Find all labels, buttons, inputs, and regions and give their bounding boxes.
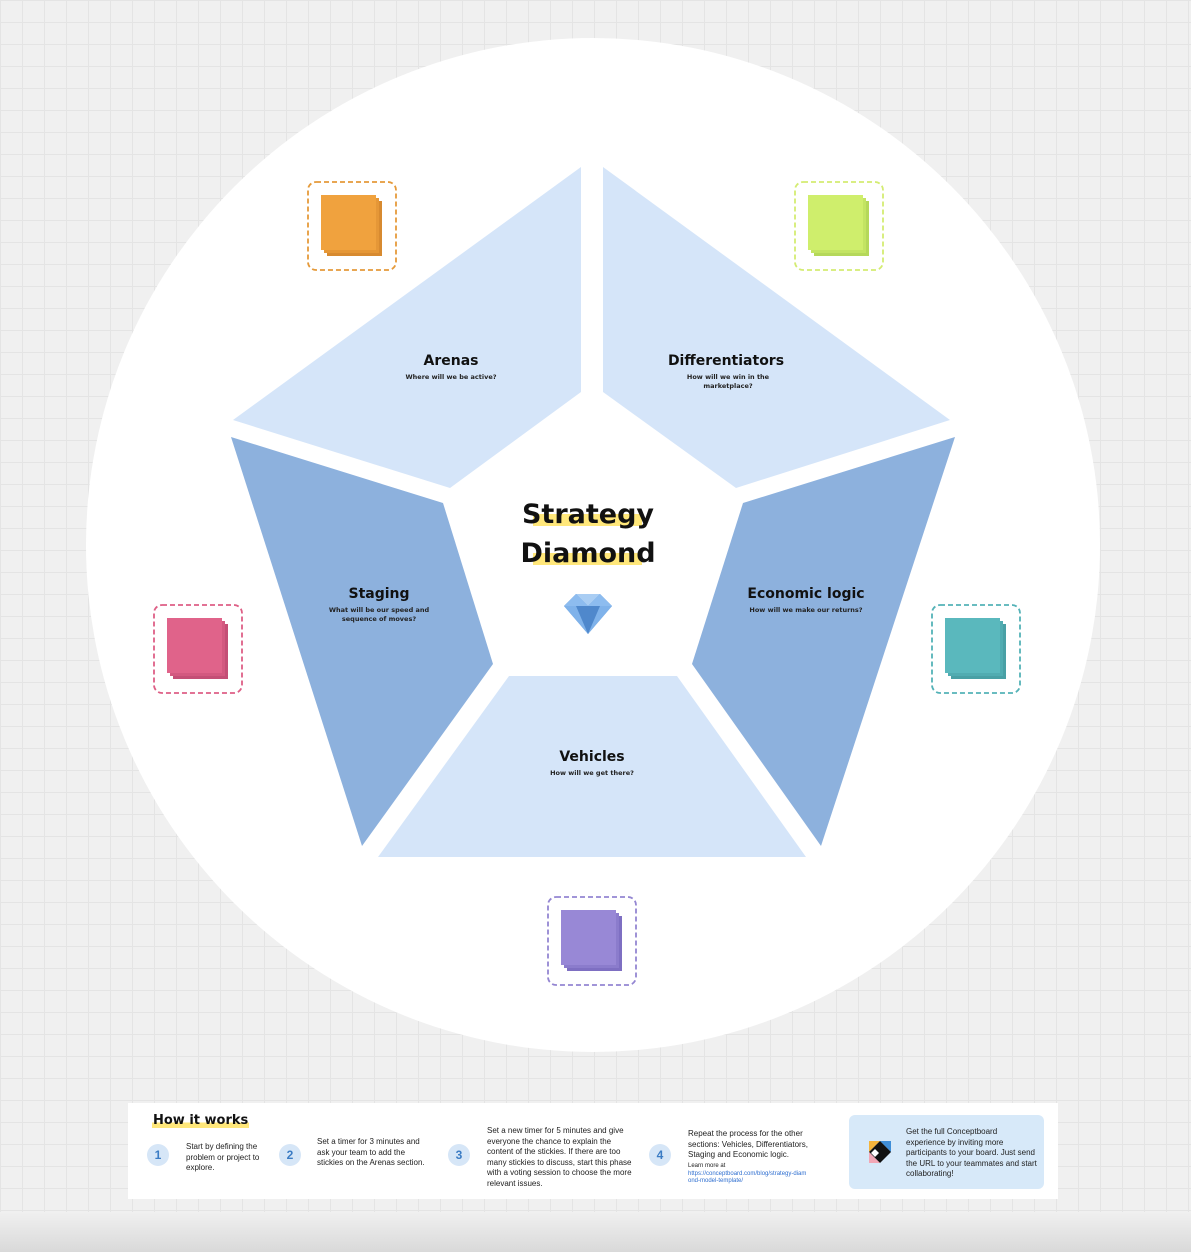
arenas-subtitle: Where will we be active? <box>405 373 496 381</box>
step-4-number: 4 <box>649 1144 671 1166</box>
economic-logic-subtitle: How will we make our returns? <box>749 606 862 614</box>
teal-sticky-stack[interactable] <box>931 604 1021 694</box>
step-2-text: Set a timer for 3 minutes and ask your t… <box>317 1137 425 1167</box>
step-3-text: Set a new timer for 5 minutes and give e… <box>487 1126 632 1188</box>
arenas-title: Arenas <box>424 353 479 369</box>
green-sticky-stack[interactable] <box>794 181 884 271</box>
vehicles-subtitle: How will we get there? <box>550 769 634 777</box>
pink-sticky-stack[interactable] <box>153 604 243 694</box>
how-it-works-panel: How it works 1 Start by defining the pro… <box>128 1103 1058 1199</box>
how-it-works-title: How it works <box>152 1113 250 1128</box>
title-highlight-2 <box>533 553 642 565</box>
learn-more-label: Learn more at <box>688 1163 726 1169</box>
section-arenas[interactable] <box>233 167 581 488</box>
learn-more-link[interactable]: https://conceptboard.com/blog/strategy-d… <box>688 1170 807 1185</box>
step-1-number: 1 <box>147 1144 169 1166</box>
step-4-text: Repeat the process for the other section… <box>688 1129 808 1159</box>
arenas-label: Arenas Where will we be active? <box>405 353 496 381</box>
background-circle <box>86 38 1100 1052</box>
economic-logic-label: Economic logic How will we make our retu… <box>747 586 864 614</box>
section-economic-logic[interactable] <box>692 437 955 846</box>
section-vehicles[interactable] <box>378 676 806 857</box>
step-2-number: 2 <box>279 1144 301 1166</box>
orange-sticky-stack[interactable] <box>307 181 397 271</box>
differentiators-title: Differentiators <box>668 353 784 369</box>
conceptboard-logo-icon <box>869 1141 891 1163</box>
step-3-number: 3 <box>448 1144 470 1166</box>
strategy-diamond-diagram: Arenas Where will we be active? Differen… <box>86 38 1100 1052</box>
vehicles-label: Vehicles How will we get there? <box>550 749 634 777</box>
section-differentiators[interactable] <box>603 167 950 488</box>
staging-title: Staging <box>348 586 409 602</box>
vehicles-title: Vehicles <box>559 749 624 765</box>
section-staging[interactable] <box>231 437 493 846</box>
invite-cta-text: Get the full Conceptboard experience by … <box>906 1127 1037 1178</box>
title-highlight-1 <box>533 514 642 526</box>
invite-cta-box: Get the full Conceptboard experience by … <box>849 1115 1044 1189</box>
step-4-learn-more: Learn more at https://conceptboard.com/b… <box>688 1163 808 1186</box>
diamond-icon <box>564 594 612 634</box>
bottom-edge-fade <box>0 1212 1191 1252</box>
purple-sticky-stack[interactable] <box>547 896 637 986</box>
economic-logic-title: Economic logic <box>747 586 864 602</box>
step-1-text: Start by defining the problem or project… <box>186 1142 260 1172</box>
